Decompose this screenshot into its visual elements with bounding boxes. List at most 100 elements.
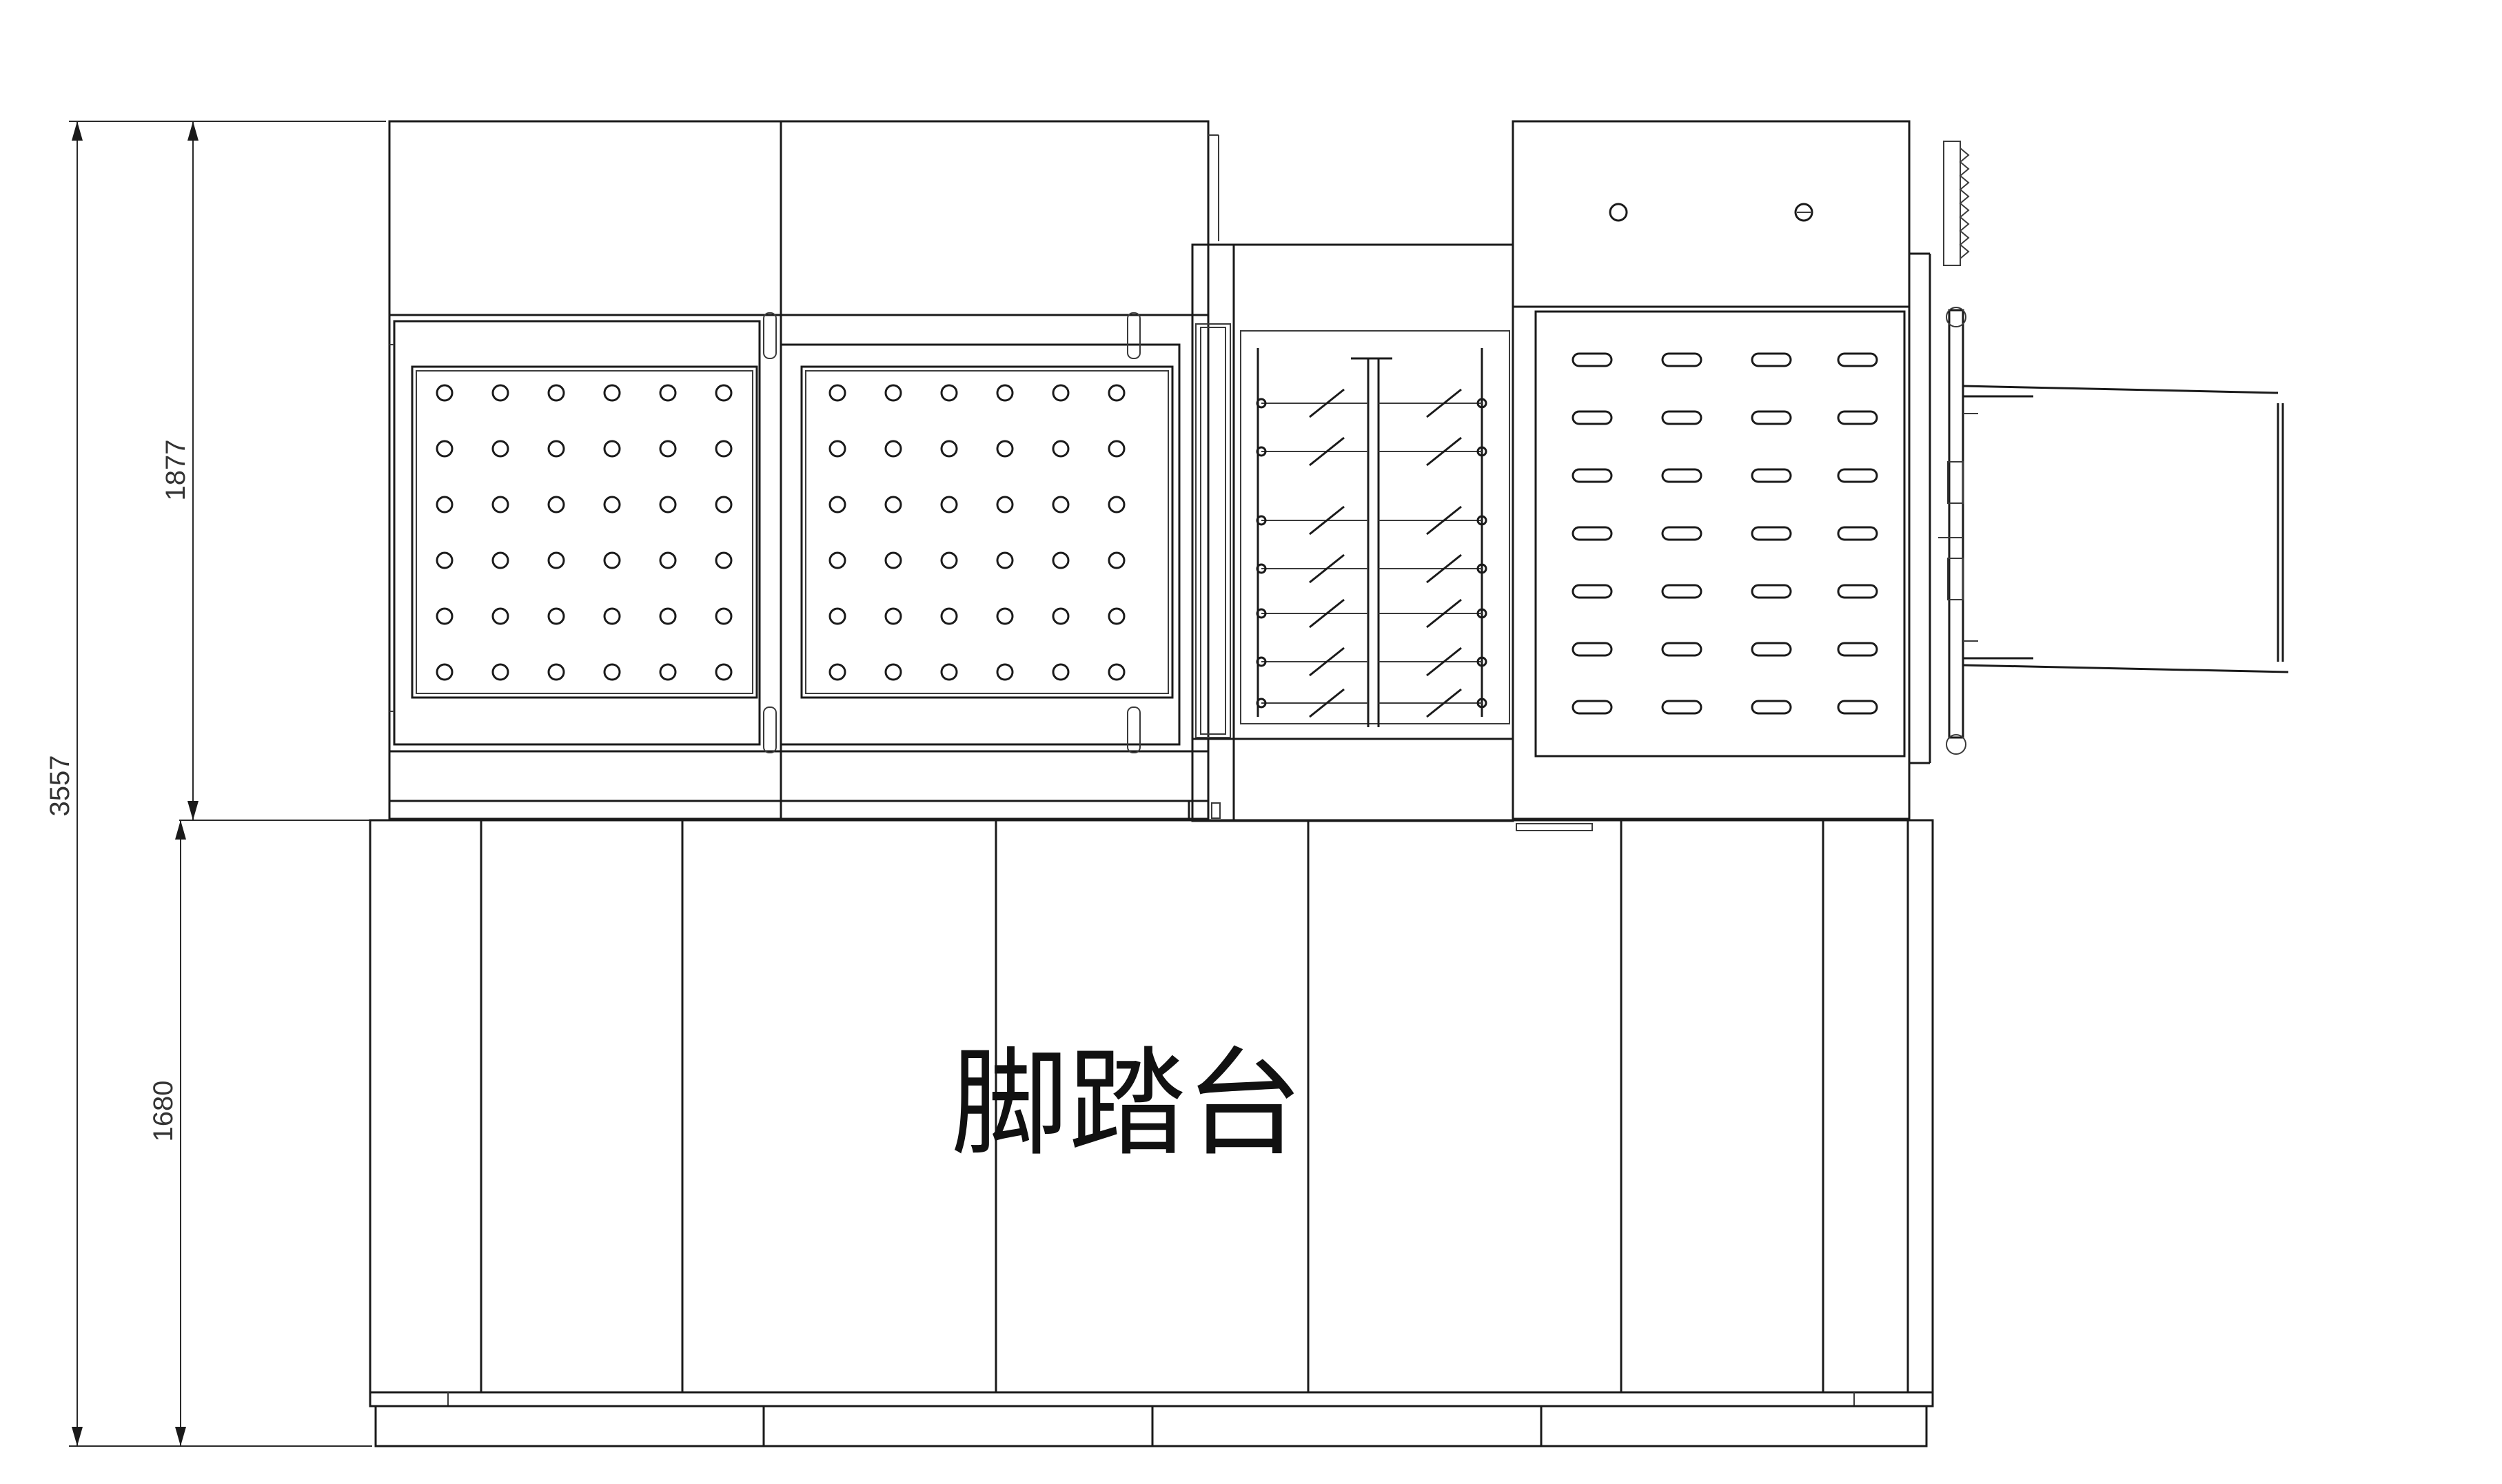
pivot-pin <box>1476 446 1487 457</box>
adjustment-slot <box>1837 700 1878 715</box>
adjustment-slot <box>1661 700 1702 715</box>
mounting-hole <box>996 607 1014 625</box>
adjustment-slot <box>1837 526 1878 541</box>
mounting-hole <box>715 607 733 625</box>
mounting-hole <box>996 440 1014 458</box>
mounting-hole <box>1052 440 1070 458</box>
linkage-arm <box>1426 647 1462 677</box>
mounting-hole <box>659 551 677 569</box>
mounting-hole <box>491 440 509 458</box>
pivot-pin <box>1476 608 1487 619</box>
mounting-hole <box>436 440 454 458</box>
adjustment-slot <box>1572 352 1613 367</box>
mounting-hole <box>603 607 621 625</box>
lower-height-dimension: 1680 <box>148 820 186 1446</box>
mounting-hole <box>547 496 565 514</box>
mounting-hole <box>715 663 733 681</box>
linkage-arm <box>1426 505 1462 536</box>
linkage-arm <box>1426 688 1462 718</box>
adjustment-slot <box>1837 642 1878 657</box>
mounting-hole <box>1108 384 1126 402</box>
foot-platform: 脚踏台 <box>369 819 1934 1394</box>
mounting-hole <box>996 496 1014 514</box>
mounting-hole <box>547 663 565 681</box>
selector-switch-icon <box>1794 203 1813 222</box>
control-cabinet <box>1512 120 1931 831</box>
linkage-arm <box>1426 436 1462 467</box>
mounting-hole <box>1108 551 1126 569</box>
mounting-hole <box>491 663 509 681</box>
linkage-arm <box>1426 388 1462 418</box>
side-attachment <box>1938 141 2289 755</box>
adjustment-slot <box>1572 584 1613 599</box>
adjustment-slot <box>1751 700 1792 715</box>
pivot-pin <box>1256 608 1267 619</box>
mechanism-linkage <box>1256 388 1487 718</box>
pivot-pin <box>1256 398 1267 409</box>
linkage-arm <box>1309 553 1345 584</box>
mounting-hole <box>884 607 902 625</box>
mounting-hole <box>1108 440 1126 458</box>
center-panel-hole-grid <box>828 384 1126 681</box>
linkage-arm <box>1309 688 1345 718</box>
left-panel-hole-grid <box>436 384 733 681</box>
mechanism-section <box>1191 243 1514 822</box>
mounting-hole <box>940 607 958 625</box>
adjustment-slot <box>1572 468 1613 483</box>
mounting-hole <box>884 663 902 681</box>
adjustment-slot <box>1751 526 1792 541</box>
mounting-hole <box>884 551 902 569</box>
mounting-hole <box>547 607 565 625</box>
linkage-arm <box>1309 436 1345 467</box>
mounting-hole <box>659 663 677 681</box>
linkage-arm <box>1426 553 1462 584</box>
mounting-hole <box>715 440 733 458</box>
overall-height-label: 3557 <box>45 755 75 817</box>
linkage-arm <box>1309 598 1345 629</box>
base-frame <box>369 1391 1934 1447</box>
mounting-hole <box>491 551 509 569</box>
mounting-hole <box>603 663 621 681</box>
adjustment-slot <box>1837 352 1878 367</box>
mounting-hole <box>603 440 621 458</box>
mounting-hole <box>1052 607 1070 625</box>
mounting-hole <box>884 440 902 458</box>
overall-height-dimension: 3557 <box>45 121 386 1447</box>
mounting-hole <box>436 663 454 681</box>
pivot-pin <box>1256 698 1267 709</box>
adjustment-slot <box>1837 468 1878 483</box>
adjustment-slot <box>1661 526 1702 541</box>
mounting-hole <box>828 384 846 402</box>
mounting-hole <box>996 551 1014 569</box>
adjustment-slot <box>1751 642 1792 657</box>
pivot-pin <box>1476 563 1487 574</box>
mounting-hole <box>1052 551 1070 569</box>
mounting-hole <box>491 607 509 625</box>
pivot-pin <box>1256 515 1267 526</box>
adjustment-slot <box>1572 700 1613 715</box>
adjustment-slot <box>1661 642 1702 657</box>
mounting-hole <box>547 551 565 569</box>
mounting-hole <box>1052 384 1070 402</box>
mounting-hole <box>1108 496 1126 514</box>
mounting-hole <box>940 663 958 681</box>
mounting-hole <box>436 607 454 625</box>
linkage-arm <box>1426 598 1462 629</box>
adjustment-slot <box>1572 410 1613 425</box>
adjustment-slot <box>1837 584 1878 599</box>
adjustment-slot <box>1572 642 1613 657</box>
mounting-hole <box>1052 496 1070 514</box>
adjustment-slot <box>1661 468 1702 483</box>
mounting-hole <box>828 607 846 625</box>
linkage-arm <box>1309 505 1345 536</box>
mounting-hole <box>436 496 454 514</box>
center-door-panel <box>780 312 1181 753</box>
mounting-hole <box>828 663 846 681</box>
mounting-hole <box>547 384 565 402</box>
mounting-hole <box>940 496 958 514</box>
mounting-hole <box>828 496 846 514</box>
mounting-hole <box>940 551 958 569</box>
mounting-hole <box>715 384 733 402</box>
mounting-hole <box>940 384 958 402</box>
